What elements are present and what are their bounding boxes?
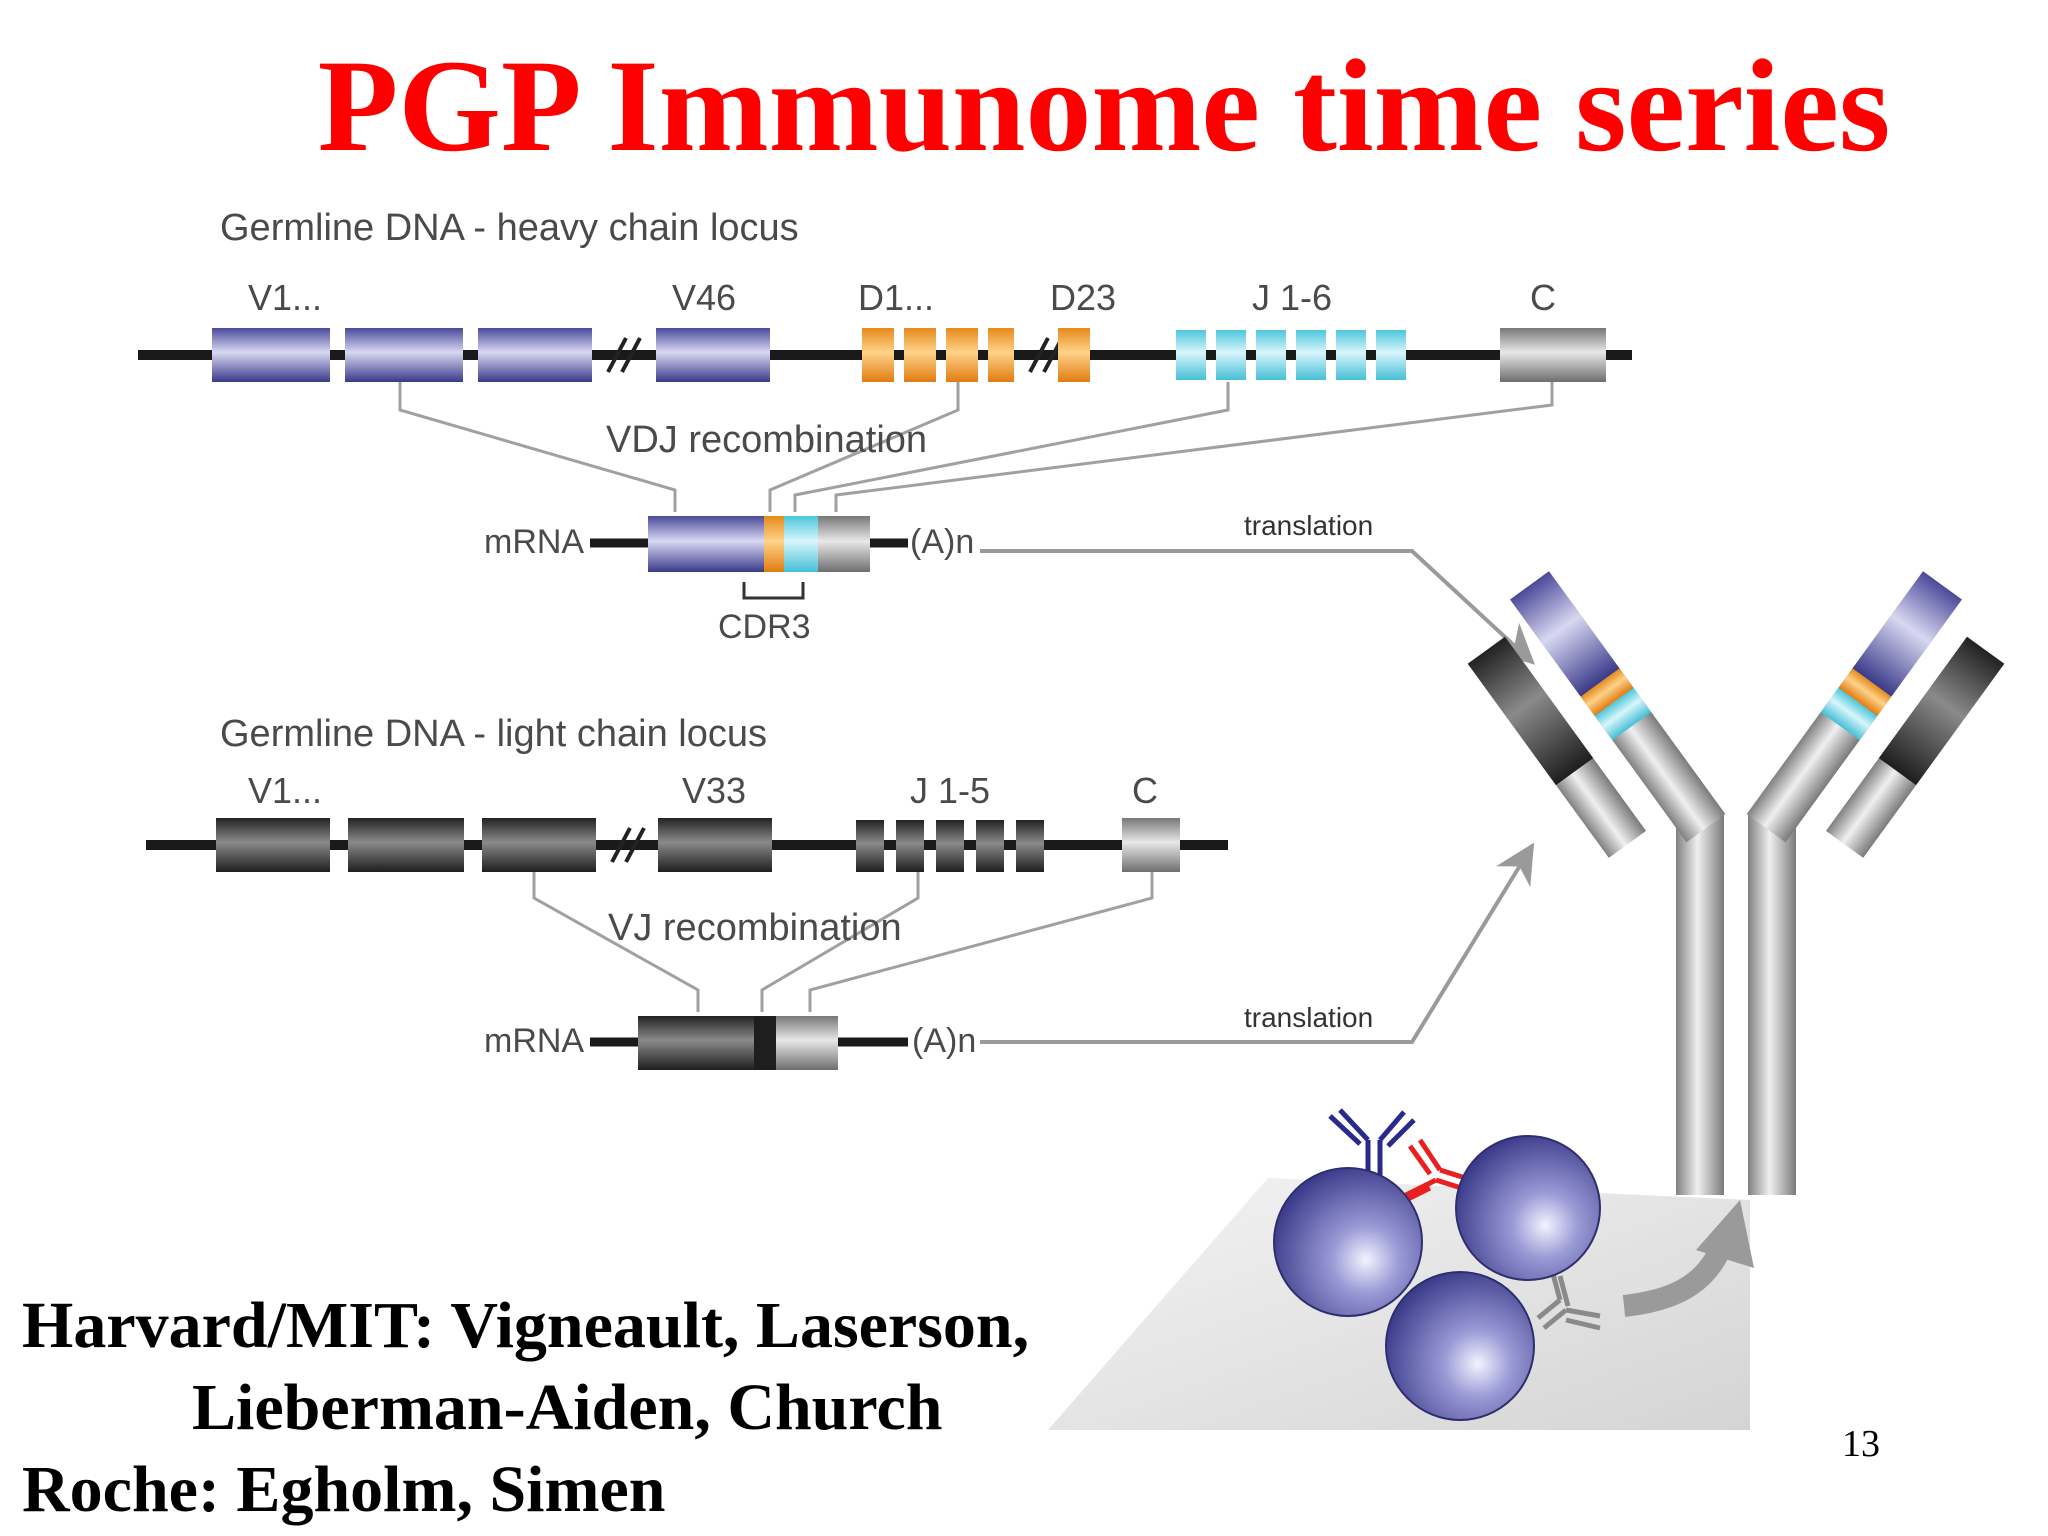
heavy-v-segment [656,328,770,382]
heavy-d-segment [904,328,936,382]
heavy-v-segment [345,328,463,382]
curved-arrow-head [1696,1200,1754,1268]
heavy-v-segment [212,328,330,382]
heavy-j-segment [1256,330,1286,380]
heavy-recombination-lines [398,382,1554,512]
light-translation-arrow [980,842,1535,1044]
cdr3-label: CDR3 [718,608,811,646]
slide-title: PGP Immunome time series [317,32,1891,179]
heavy-c-label: C [1530,277,1556,318]
heavy-chain-heading: Germline DNA - heavy chain locus [220,207,799,249]
heavy-d-segment [1058,328,1090,382]
light-mrna-v [638,1016,754,1070]
light-v-segment [348,818,464,872]
b-cell-cluster [1048,1108,1754,1430]
heavy-v46-label: V46 [672,277,736,318]
light-j-segment [976,820,1004,872]
light-c-segment [1122,818,1180,872]
antibody-right-heavy-arm [1746,571,1962,843]
heavy-polya-label: (A)n [910,523,974,561]
page-number: 13 [1842,1423,1880,1465]
vdj-recombination-label: VDJ recombination [606,419,927,461]
heavy-mrna-d [764,516,784,572]
light-j-segment [896,820,924,872]
light-j-segment [1016,820,1044,872]
antibody-heavy-stem [1748,815,1796,1195]
antibody-right-light-arm [1825,636,2005,858]
antibody-left-light-arm [1467,636,1647,858]
credits-line-1: Harvard/MIT: Vigneault, Laserson, [22,1289,1030,1362]
heavy-v1-label: V1... [248,277,322,318]
heavy-d-segment [988,328,1014,382]
light-j-segment [936,820,964,872]
credits: Harvard/MIT: Vigneault, Laserson, Lieber… [22,1285,1029,1531]
heavy-mrna-label: mRNA [484,523,584,561]
heavy-mrna-j [784,516,818,572]
break-mark [610,827,646,863]
break-mark [606,337,642,373]
light-chain-heading: Germline DNA - light chain locus [220,713,767,755]
light-j-segment [856,820,884,872]
b-cell [1273,1167,1423,1317]
heavy-c-segment [1500,328,1606,382]
heavy-chain-locus: Germline DNA - heavy chain locus V1... V… [138,207,1632,665]
heavy-mrna-v [648,516,764,572]
light-v-segment [216,818,330,872]
heavy-j-segment [1216,330,1246,380]
light-c-label: C [1132,770,1158,811]
heavy-j-segment [1176,330,1206,380]
b-cell [1455,1135,1601,1281]
light-mrna-c [776,1016,838,1070]
light-v-segment [658,818,772,872]
light-translation-label: translation [1244,1002,1373,1033]
heavy-translation-label: translation [1244,510,1373,541]
light-polya-label: (A)n [912,1022,976,1060]
heavy-d-segment [946,328,978,382]
credits-line-2: Lieberman-Aiden, Church [192,1371,943,1444]
light-v33-label: V33 [682,770,746,811]
credits-line-3: Roche: Egholm, Simen [22,1453,666,1526]
antibody-heavy-stem [1676,815,1724,1195]
light-chain-locus: Germline DNA - light chain locus V1... V… [146,713,1535,1070]
antibody-left-heavy-arm [1510,571,1726,843]
heavy-d1-label: D1... [858,277,934,318]
heavy-j-segment [1296,330,1326,380]
light-v1-label: V1... [248,770,322,811]
heavy-d23-label: D23 [1050,277,1116,318]
heavy-translation-arrow [980,549,1535,665]
light-mrna-j [754,1016,776,1070]
blue-antibody [1328,1108,1416,1185]
heavy-d-segment [862,328,894,382]
light-j-label: J 1-5 [910,770,990,811]
light-mrna-label: mRNA [484,1022,584,1060]
antibody-illustration [1467,571,2005,1195]
b-cell [1385,1271,1535,1421]
heavy-v-segment [478,328,592,382]
heavy-j-label: J 1-6 [1252,277,1332,318]
light-v-segment [482,818,596,872]
heavy-mrna-c [818,516,870,572]
heavy-j-segment [1336,330,1366,380]
vj-recombination-label: VJ recombination [608,907,902,949]
heavy-j-segment [1376,330,1406,380]
light-recombination-lines [532,872,1154,1012]
cdr3-bracket [742,582,805,600]
